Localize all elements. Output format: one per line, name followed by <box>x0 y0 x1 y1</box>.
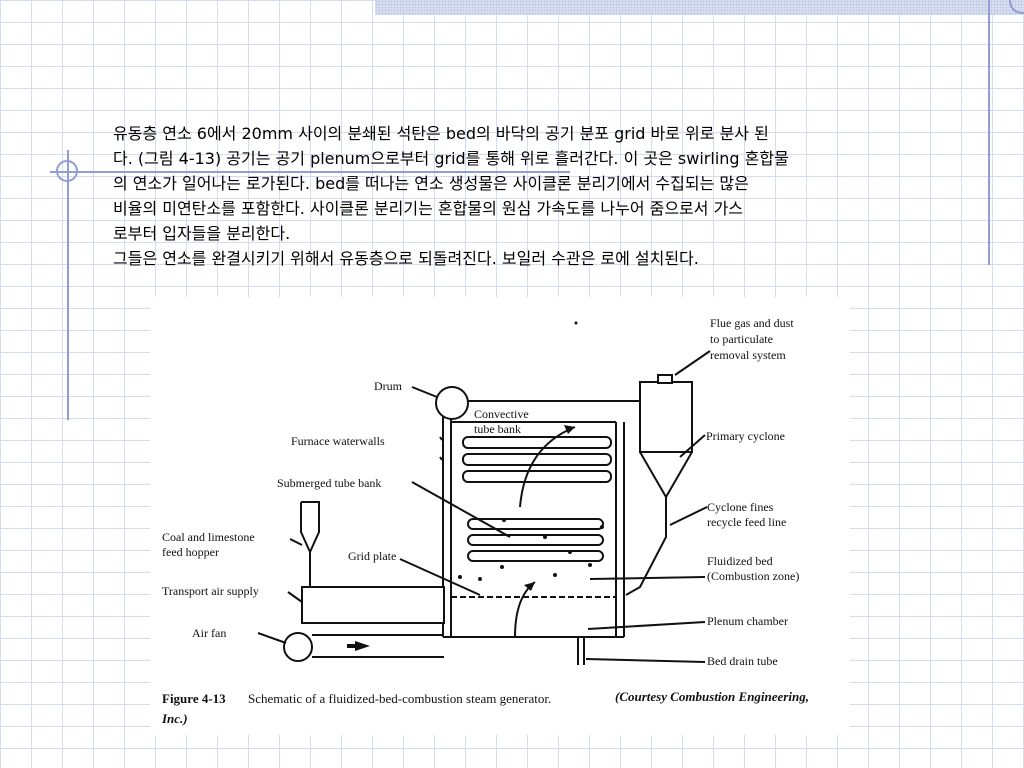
paragraph-line: 유동층 연소 6에서 20mm 사이의 분쇄된 석탄은 bed의 바닥의 공기 … <box>113 124 769 143</box>
drum <box>435 386 469 420</box>
figure-number: Figure 4-13 <box>162 691 226 706</box>
label-air-fan: Air fan <box>192 626 226 640</box>
label-furnace-waterwalls: Furnace waterwalls <box>291 434 385 448</box>
paragraph-line: 의 연소가 일어나는 로가된다. bed를 떠나는 연소 생성물은 사이클론 분… <box>113 174 749 193</box>
recycle-feed-line <box>625 497 667 596</box>
label-grid-plate: Grid plate <box>348 549 396 563</box>
figure-credit: Inc.) <box>161 711 188 726</box>
description-paragraph: 유동층 연소 6에서 20mm 사이의 분쇄된 석탄은 bed의 바닥의 공기 … <box>113 121 968 271</box>
label-primary-cyclone: Primary cyclone <box>706 429 785 443</box>
label-coal-hopper: feed hopper <box>162 545 219 559</box>
decorative-circle-right <box>1009 0 1024 14</box>
label-flue-gas: Flue gas and dust <box>710 316 794 330</box>
paragraph-line: 다. (그림 4-13) 공기는 공기 plenum으로부터 grid를 통해 … <box>113 149 789 168</box>
label-drum: Drum <box>374 379 403 393</box>
transport-air-duct <box>301 586 445 624</box>
decorative-vertical-line-right <box>988 0 990 265</box>
cyclone-body <box>639 381 693 453</box>
decorative-circle <box>56 160 78 182</box>
label-convective-tube-bank: tube bank <box>474 422 521 436</box>
decorative-horizontal-line <box>50 171 570 173</box>
label-bed-drain: Bed drain tube <box>707 654 778 668</box>
label-flue-gas: to particulate <box>710 332 773 346</box>
decorative-vertical-line <box>67 150 69 420</box>
schematic-diagram: Flue gas and dust to particulate removal… <box>161 316 809 726</box>
label-submerged-tube-bank: Submerged tube bank <box>277 476 381 490</box>
label-plenum-chamber: Plenum chamber <box>707 614 788 628</box>
boiler-schematic-figure: Flue gas and dust to particulate removal… <box>150 297 850 735</box>
paragraph-line: 로부터 입자들을 분리한다. <box>113 224 291 243</box>
decorative-band <box>375 0 1024 15</box>
label-convective-tube-bank: Convective <box>474 407 529 421</box>
label-transport-air: Transport air supply <box>162 584 259 598</box>
feed-hopper <box>300 501 320 555</box>
flow-arrow-lower <box>514 581 536 638</box>
flow-arrow-upper <box>519 426 576 508</box>
label-fluidized-bed: Fluidized bed <box>707 554 773 568</box>
air-flow-arrow <box>355 641 370 651</box>
cyclone-outlet <box>657 374 673 384</box>
label-cyclone-fines: Cyclone fines <box>707 500 774 514</box>
label-fluidized-bed: (Combustion zone) <box>707 569 799 583</box>
label-flue-gas: removal system <box>710 348 786 362</box>
cyclone-cone <box>639 451 693 499</box>
figure-credit: (Courtesy Combustion Engineering, <box>615 689 809 704</box>
air-fan <box>283 632 313 662</box>
paragraph-line: 비율의 미연탄소를 포함한다. 사이클론 분리기는 혼합물의 원심 가속도를 나… <box>113 199 744 218</box>
label-coal-hopper: Coal and limestone <box>162 530 255 544</box>
figure-caption: Schematic of a fluidized-bed-combustion … <box>248 691 551 706</box>
label-cyclone-fines: recycle feed line <box>707 515 786 529</box>
paragraph-line: 그들은 연소를 완결시키기 위해서 유동층으로 되돌려진다. 보일러 수관은 로… <box>113 249 699 268</box>
